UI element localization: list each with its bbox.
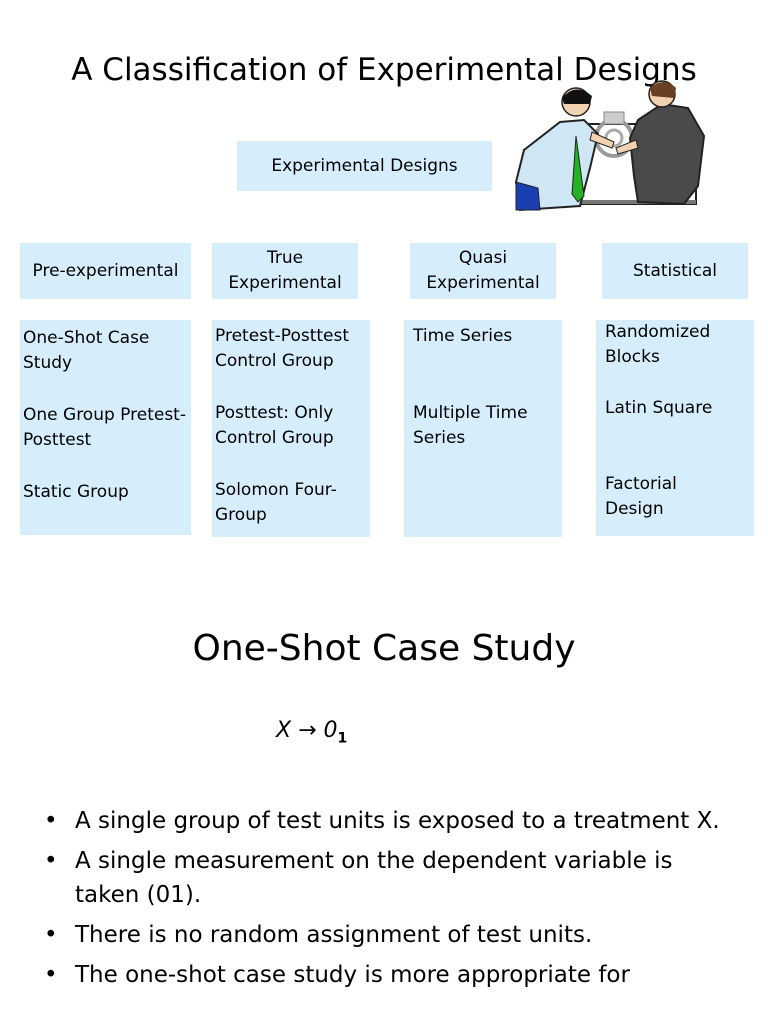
design-list: Pretest-Posttest Control Group Posttest:…: [212, 320, 370, 537]
design-list: One-Shot Case Study One Group Pretest-Po…: [20, 320, 191, 535]
formula-x: X: [276, 718, 292, 743]
bullet-item: There is no random assignment of test un…: [44, 918, 744, 952]
list-item: Posttest: Only Control Group: [215, 403, 334, 448]
list-item: Latin Square: [605, 398, 713, 418]
list-item: One Group Pretest-Posttest: [23, 405, 186, 450]
slide-title: One-Shot Case Study: [192, 628, 576, 669]
formula-subscript: 1: [337, 730, 348, 747]
list-item: Randomized Blocks: [605, 322, 711, 367]
category-label: True Experimental: [228, 248, 342, 293]
arrow-right-icon: →: [298, 718, 317, 743]
category-label: Pre-experimental: [32, 260, 179, 281]
two-businessmen-at-whiteboard-icon: [514, 80, 706, 212]
bullet-item: A single group of test units is exposed …: [44, 804, 744, 838]
list-item: One-Shot Case Study: [23, 328, 150, 373]
design-list: Time Series Multiple Time Series: [404, 320, 562, 537]
category-header: Quasi Experimental: [410, 243, 556, 299]
list-item: Static Group: [23, 482, 129, 502]
category-header: True Experimental: [212, 243, 358, 299]
slide-title: A Classification of Experimental Designs: [71, 52, 697, 88]
bullet-item: A single measurement on the dependent va…: [44, 844, 744, 912]
category-header: Pre-experimental: [20, 243, 191, 299]
category-label: Statistical: [633, 260, 717, 281]
design-list: Randomized Blocks Latin Square Factorial…: [596, 320, 754, 536]
design-formula: X → 01: [276, 718, 347, 746]
list-item: Time Series: [413, 326, 513, 346]
bullet-list: A single group of test units is exposed …: [44, 804, 744, 998]
bullet-item: The one-shot case study is more appropri…: [44, 958, 744, 992]
root-label: Experimental Designs: [271, 155, 458, 176]
root-box: Experimental Designs: [237, 141, 492, 191]
list-item: Pretest-Posttest Control Group: [215, 326, 350, 371]
category-header: Statistical: [602, 243, 748, 299]
category-label: Quasi Experimental: [426, 248, 540, 293]
formula-o: 0: [323, 718, 338, 743]
list-item: Multiple Time Series: [413, 403, 528, 448]
list-item: Solomon Four-Group: [215, 480, 337, 525]
list-item: Factorial Design: [605, 474, 677, 519]
